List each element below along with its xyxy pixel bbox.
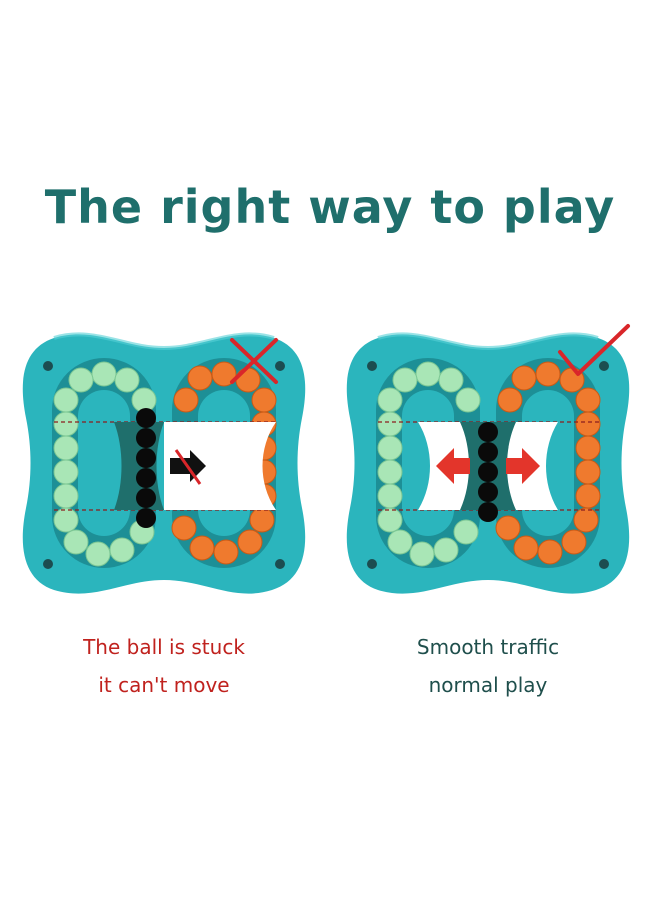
caption-stuck: The ball is stuck it can't move [14,628,314,704]
puzzle-toy-smooth-illustration [346,324,630,594]
green-balls [377,361,481,567]
caption-line: it can't move [98,673,230,697]
caption-line: normal play [428,673,548,697]
screw-icon [43,361,53,371]
right-arrow-icon [506,448,540,484]
cross-mark-icon [230,338,278,384]
left-arrow-icon [436,448,470,484]
black-balls [478,422,498,522]
puzzle-image-stuck [14,318,314,608]
headline-title: The right way to play [44,180,616,234]
caption-smooth: Smooth traffic normal play [338,628,638,704]
green-balls [53,361,157,567]
puzzle-image-smooth [338,318,638,608]
orange-balls [495,361,601,565]
puzzle-toy-stuck-illustration [22,332,306,594]
screw-icon [367,361,377,371]
black-balls [136,408,156,528]
caption-line: Smooth traffic [416,635,560,659]
check-mark-icon [558,324,630,376]
caption-line: The ball is stuck [83,635,245,659]
